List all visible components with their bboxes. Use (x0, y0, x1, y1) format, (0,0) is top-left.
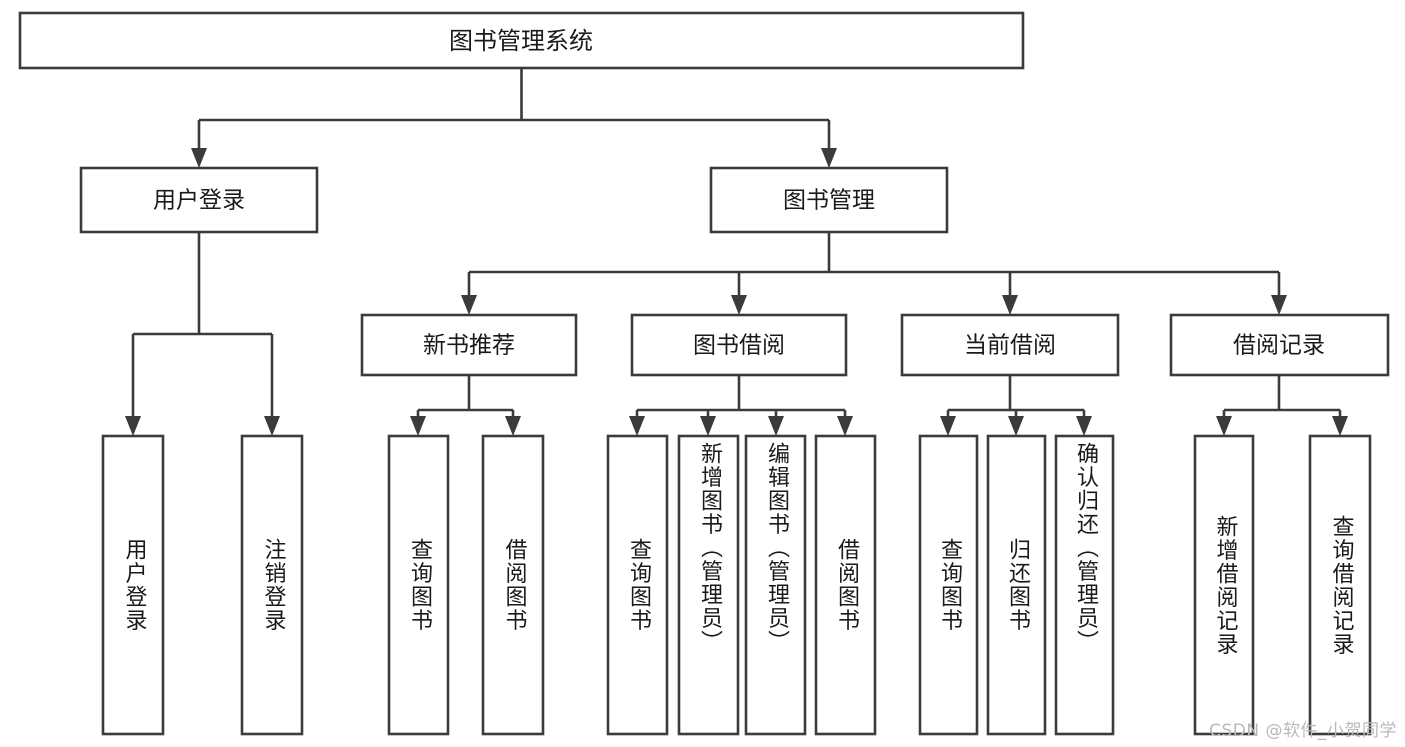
leaf-box-logout[interactable] (240, 434, 304, 736)
leaf-box-query-book-rec[interactable] (387, 434, 450, 736)
arrow-bb-to-leaf2 (700, 416, 716, 436)
leaf-box-query-book-current[interactable] (918, 434, 979, 736)
leaf-box-user-login[interactable] (101, 434, 165, 736)
node-book-manage[interactable]: 图书管理 (709, 166, 949, 234)
arrow-root-to-user-login (191, 148, 207, 168)
arrow-root-to-book-manage (821, 148, 837, 168)
node-current-borrow-label: 当前借阅 (964, 333, 1056, 359)
arrow-bb-to-leaf4 (837, 416, 853, 436)
node-user-login[interactable]: 用户登录 (79, 166, 319, 234)
node-new-book-recommend-label: 新书推荐 (423, 333, 515, 359)
arrow-cb-to-leaf1 (940, 416, 956, 436)
arrow-nbr-to-leaf2 (505, 416, 521, 436)
arrow-br-to-leaf2 (1332, 416, 1348, 436)
node-book-borrow[interactable]: 图书借阅 (630, 313, 848, 377)
node-book-borrow-label: 图书借阅 (693, 333, 785, 359)
node-book-manage-box[interactable] (709, 166, 949, 234)
edge-group-root (191, 68, 837, 168)
arrow-cb-to-leaf2 (1008, 416, 1024, 436)
node-borrow-record-label: 借阅记录 (1233, 333, 1325, 359)
edge-group-book-manage (461, 232, 1287, 315)
leaf-box-group (101, 434, 1372, 736)
arrow-ul-to-leaf2 (264, 416, 280, 436)
leaf-box-edit-book[interactable] (744, 434, 807, 736)
arrow-cb-to-leaf3 (1076, 416, 1092, 436)
node-user-login-box[interactable] (79, 166, 319, 234)
leaf-box-add-record[interactable] (1193, 434, 1255, 736)
leaf-box-borrow-book-rec[interactable] (481, 434, 545, 736)
node-current-borrow-box[interactable] (900, 313, 1120, 377)
node-current-borrow[interactable]: 当前借阅 (900, 313, 1120, 377)
leaf-box-add-book[interactable] (677, 434, 740, 736)
arrow-bm-to-book-borrow (731, 295, 747, 315)
arrow-bm-to-new-book (461, 295, 477, 315)
edge-group-new-book-recommend (410, 375, 521, 436)
edge-group-current-borrow (940, 375, 1092, 436)
edge-group-book-borrow (629, 375, 853, 436)
arrow-ul-to-leaf1 (125, 416, 141, 436)
arrow-bb-to-leaf3 (768, 416, 784, 436)
node-new-book-recommend[interactable]: 新书推荐 (360, 313, 578, 377)
node-root[interactable]: 图书管理系统 (18, 11, 1025, 70)
edge-group-borrow-record (1216, 375, 1348, 436)
node-user-login-label: 用户登录 (153, 188, 245, 214)
arrow-bb-to-leaf1 (629, 416, 645, 436)
node-book-manage-label: 图书管理 (783, 188, 875, 214)
arrow-bm-to-current-borrow (1002, 295, 1018, 315)
node-book-borrow-box[interactable] (630, 313, 848, 377)
arrow-br-to-leaf1 (1216, 416, 1232, 436)
node-root-box[interactable] (18, 11, 1025, 70)
edge-group-user-login (125, 232, 280, 436)
csdn-watermark: CSDN @软件_小贺同学 (1209, 721, 1397, 741)
leaf-box-query-book-borrow[interactable] (606, 434, 669, 736)
leaf-box-borrow-book[interactable] (814, 434, 877, 736)
leaf-box-return-book[interactable] (986, 434, 1047, 736)
node-borrow-record-box[interactable] (1169, 313, 1390, 377)
node-new-book-recommend-box[interactable] (360, 313, 578, 377)
leaf-box-query-record[interactable] (1308, 434, 1372, 736)
leaf-box-confirm-return[interactable] (1054, 434, 1115, 736)
arrow-bm-to-borrow-record (1271, 295, 1287, 315)
node-root-label: 图书管理系统 (449, 27, 593, 55)
arrow-nbr-to-leaf1 (410, 416, 426, 436)
node-borrow-record[interactable]: 借阅记录 (1169, 313, 1390, 377)
